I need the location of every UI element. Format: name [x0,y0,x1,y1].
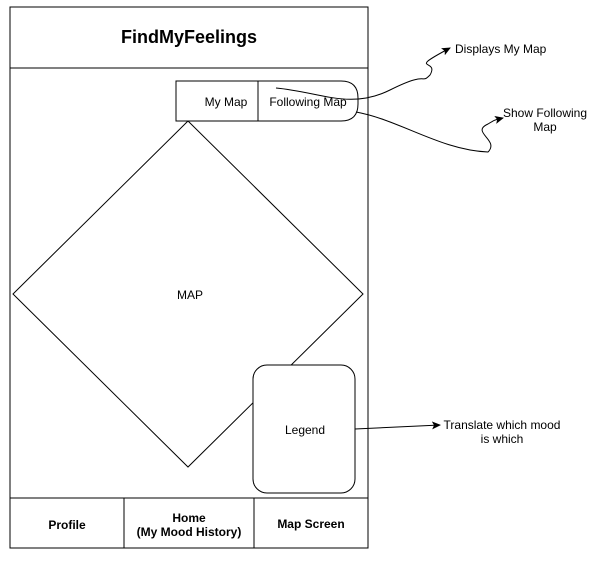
annotation-show-following-map: Show Following Map [490,106,597,134]
nav-profile-button[interactable]: Profile [48,518,86,532]
annotation-show-following-line2: Map [533,120,557,134]
tab-following-map[interactable]: Following Map [269,95,347,109]
legend-arrow [354,421,441,430]
following-map-arrow [355,111,504,153]
annotation-show-following-line1: Show Following [502,106,588,120]
my-map-arrow [275,47,451,100]
annotation-legend: Translate which mood is which [437,418,567,446]
annotation-displays-my-map: Displays My Map [455,42,547,56]
legend-label: Legend [284,423,326,437]
annotation-legend-line1: Translate which mood [443,418,561,432]
map-tab-toggle[interactable] [175,80,359,122]
map-label: MAP [176,288,203,302]
nav-home-button[interactable]: Home (My Mood History) [124,511,254,539]
nav-home-label: Home [172,511,206,525]
app-title: FindMyFeelings [120,27,257,47]
nav-map-screen-button[interactable]: Map Screen [277,517,345,531]
annotation-legend-line2: is which [480,432,524,446]
nav-home-sublabel: (My Mood History) [136,525,242,539]
tab-my-map[interactable]: My Map [204,95,248,109]
